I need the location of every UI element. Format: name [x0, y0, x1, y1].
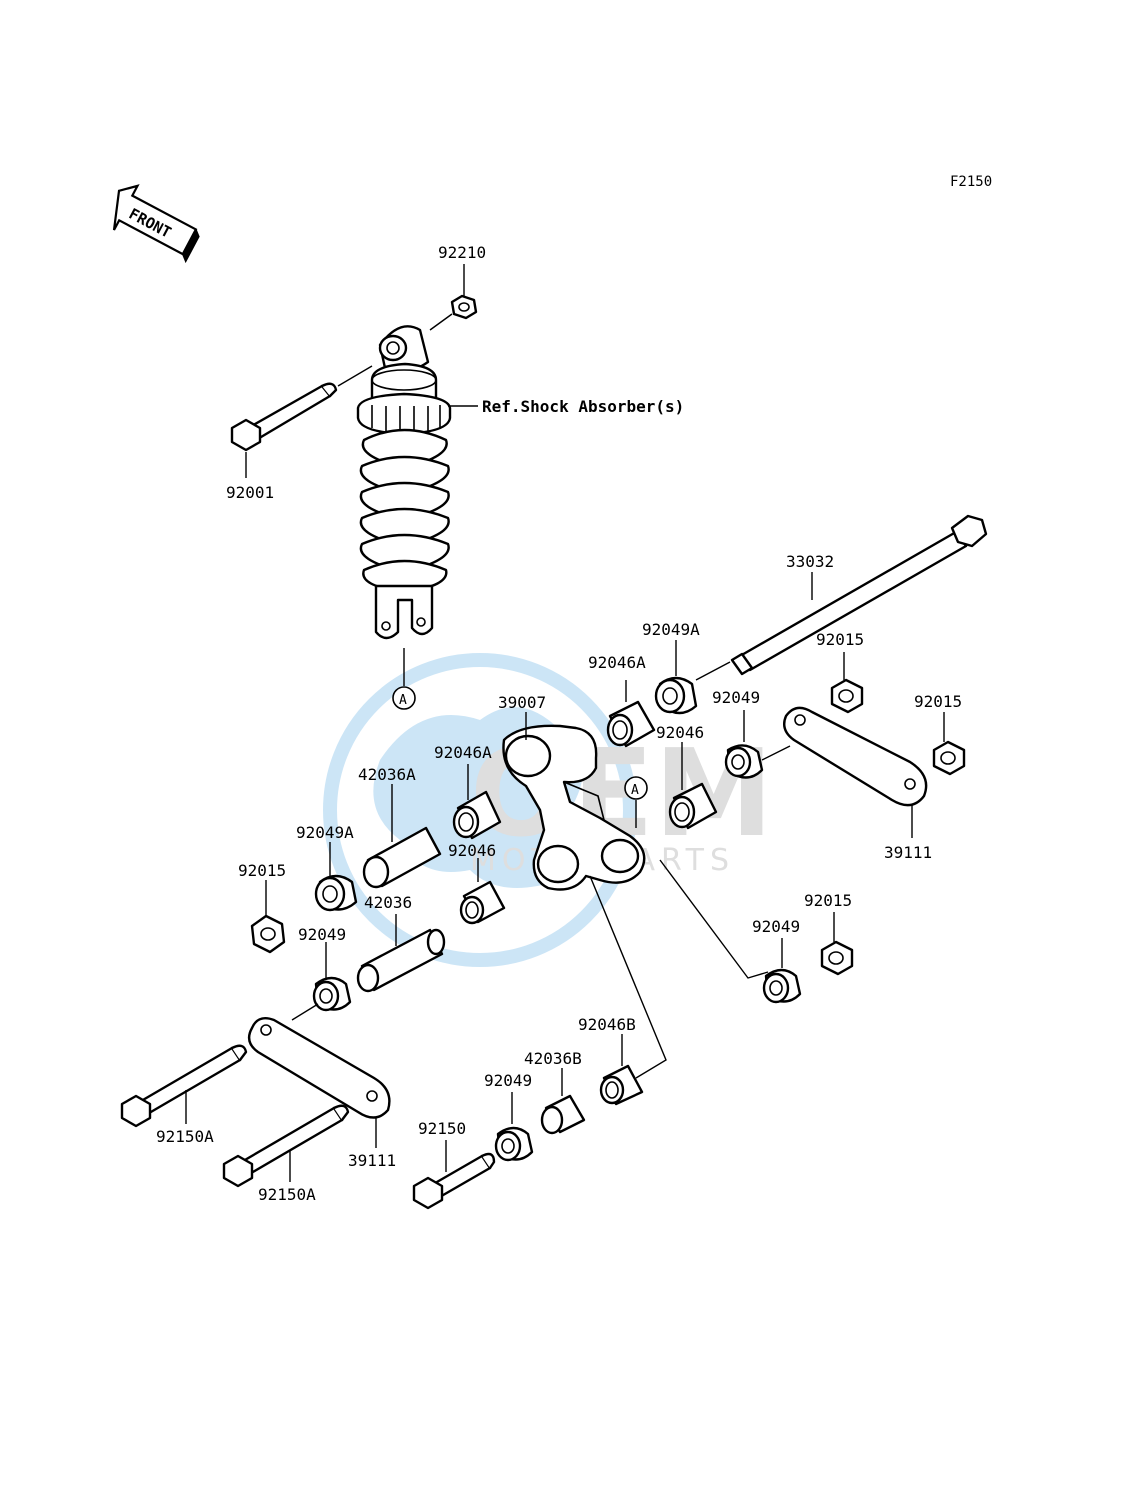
part-92049-washer-bottom	[494, 1092, 534, 1162]
part-92046-bearing-left	[459, 858, 506, 925]
label-39111-bottom: 39111	[348, 1151, 396, 1170]
part-92049-washer-left	[291, 942, 352, 1021]
label-92210: 92210	[438, 243, 486, 262]
part-39007-rocker-arm	[502, 712, 769, 1079]
part-92015-nut-a	[830, 652, 864, 714]
ref-marker-a-arm	[624, 776, 648, 800]
label-92049-top: 92049	[712, 688, 760, 707]
part-92015-nut-c	[250, 880, 286, 954]
label-92150a-bottom: 92150A	[258, 1185, 316, 1204]
label-33032: 33032	[786, 552, 834, 571]
label-39007: 39007	[498, 693, 546, 712]
label-92150a-left: 92150A	[156, 1127, 214, 1146]
label-92015-c: 92015	[238, 861, 286, 880]
label-39111-right: 39111	[884, 843, 932, 862]
part-33032-axle	[695, 514, 988, 681]
front-arrow-icon: FRONT	[112, 184, 200, 264]
part-92049-washer-top-right	[724, 710, 791, 779]
part-39111-link-bottom	[247, 1017, 391, 1148]
label-92046-left: 92046	[448, 841, 496, 860]
label-92046b: 92046B	[578, 1015, 636, 1034]
part-42036b-sleeve	[540, 1068, 586, 1135]
ref-marker-a-bottom	[392, 686, 416, 710]
part-92046a-bearing-top	[606, 680, 656, 748]
part-39111-link-right	[783, 706, 928, 838]
part-92049a-washer-left	[314, 842, 358, 912]
label-92049-left: 92049	[298, 925, 346, 944]
part-92049a-washer-top	[654, 640, 698, 715]
part-42036-sleeve	[356, 914, 446, 993]
label-92001: 92001	[226, 483, 274, 502]
ref-marker-a-arm-label: A	[631, 783, 639, 798]
part-92015-nut-d	[820, 912, 854, 976]
part-42036a-sleeve	[362, 784, 442, 889]
part-92049-washer-right	[762, 938, 802, 1004]
label-92046a-left: 92046A	[434, 743, 492, 762]
label-92015-a: 92015	[816, 630, 864, 649]
label-92049a-left: 92049A	[296, 823, 354, 842]
label-92015-d: 92015	[804, 891, 852, 910]
label-92049-bottom: 92049	[484, 1071, 532, 1090]
ref-marker-a-bottom-label: A	[399, 693, 407, 708]
label-92150: 92150	[418, 1119, 466, 1138]
label-92049a-top: 92049A	[642, 620, 700, 639]
part-92046b-bearing	[599, 1034, 644, 1106]
shock-absorber	[356, 325, 478, 686]
label-92015-b: 92015	[914, 692, 962, 711]
label-42036a: 42036A	[358, 765, 416, 784]
part-92046-bearing-right	[668, 742, 718, 830]
part-92210-nut	[429, 264, 478, 331]
label-42036b: 42036B	[524, 1049, 582, 1068]
ref-shock-absorber-label: Ref.Shock Absorber(s)	[482, 397, 684, 416]
part-92150a-bolt-left	[120, 1044, 248, 1128]
label-92046-right: 92046	[656, 723, 704, 742]
figure-code: F2150	[950, 174, 992, 190]
part-92015-nut-b	[932, 712, 966, 776]
part-92150-bolt	[412, 1140, 496, 1210]
label-92049-right: 92049	[752, 917, 800, 936]
label-42036: 42036	[364, 893, 412, 912]
part-92150a-bolt-bottom	[222, 1104, 350, 1188]
part-92046a-bearing-left	[452, 764, 502, 840]
label-92046a-top: 92046A	[588, 653, 646, 672]
part-92001-bolt	[230, 365, 373, 478]
